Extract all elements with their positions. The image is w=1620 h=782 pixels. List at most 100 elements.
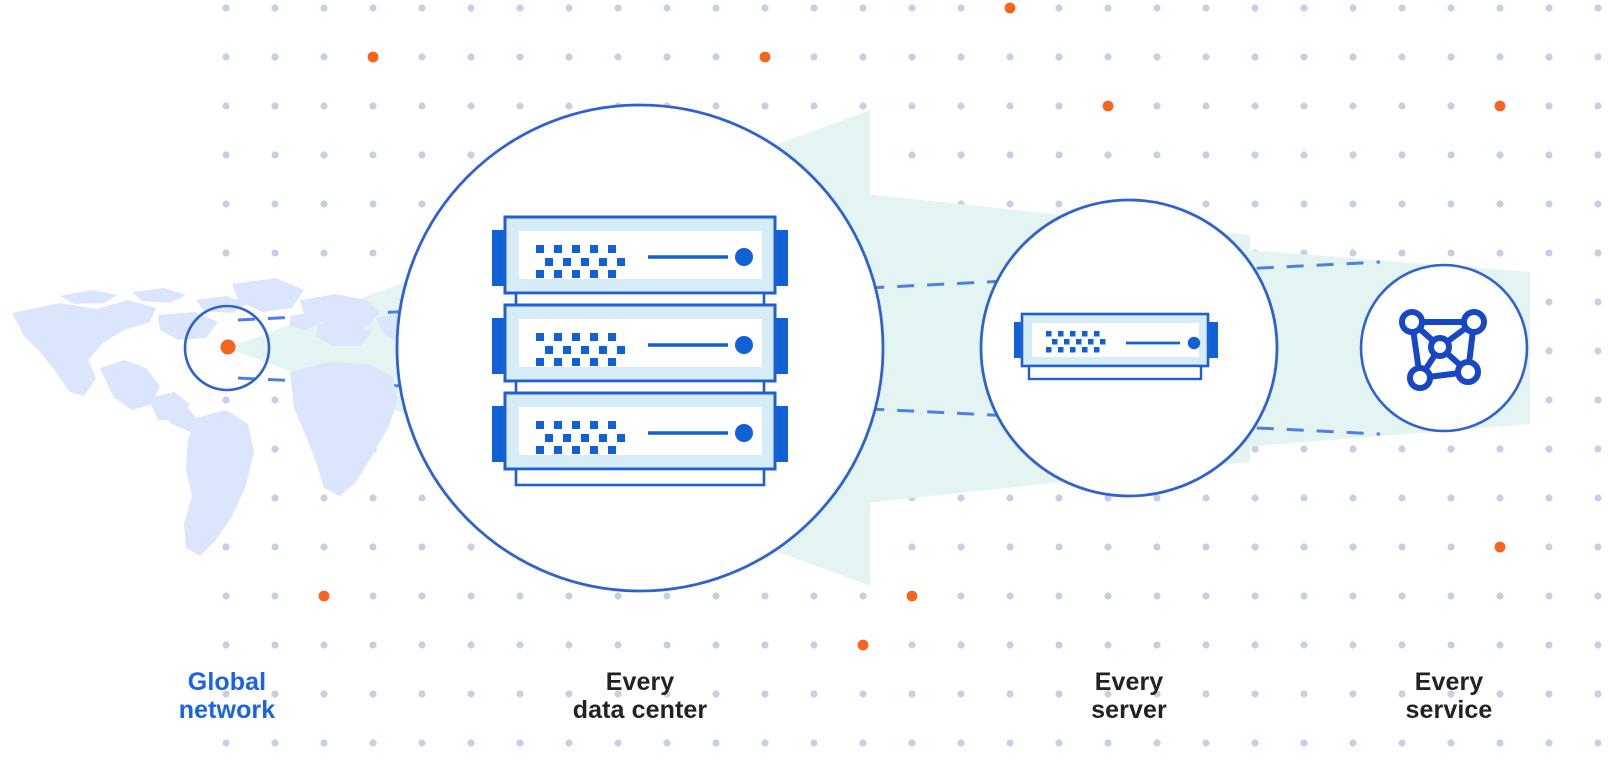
grid-dot [908, 4, 916, 12]
grid-dot [1447, 592, 1455, 600]
grid-dot [1594, 739, 1602, 747]
grid-dot [1104, 494, 1112, 502]
grid-dot [369, 494, 377, 502]
grid-dot [1300, 543, 1308, 551]
grid-dot [1496, 641, 1504, 649]
grid-dot [1545, 592, 1553, 600]
grid-dot [271, 396, 279, 404]
grid-dot [712, 739, 720, 747]
grid-dot [467, 690, 475, 698]
grid-dot [859, 739, 867, 747]
grid-dot [908, 102, 916, 110]
grid-dot [516, 592, 524, 600]
grid-dot [859, 690, 867, 698]
grid-dot [859, 4, 867, 12]
grid-dot [1251, 4, 1259, 12]
grid-dot [222, 543, 230, 551]
grid-dot [1398, 102, 1406, 110]
grid-dot [320, 494, 328, 502]
grid-dot [957, 494, 965, 502]
grid-dot-highlight [759, 51, 771, 63]
grid-dot [1398, 543, 1406, 551]
grid-dot [222, 102, 230, 110]
grid-dot [369, 543, 377, 551]
grid-dot [1153, 102, 1161, 110]
grid-dot [810, 690, 818, 698]
grid-dot-highlight [1102, 100, 1114, 112]
grid-dot [1251, 592, 1259, 600]
grid-dot [1055, 102, 1063, 110]
grid-dot [516, 4, 524, 12]
grid-dot [1447, 53, 1455, 61]
grid-dot [712, 53, 720, 61]
grid-dot [1055, 494, 1063, 502]
grid-dot [810, 102, 818, 110]
grid-dot [1202, 4, 1210, 12]
grid-dot [1398, 4, 1406, 12]
grid-dot [369, 249, 377, 257]
grid-dot [222, 592, 230, 600]
grid-dot [1594, 543, 1602, 551]
grid-dot [222, 396, 230, 404]
grid-dot [1349, 53, 1357, 61]
grid-dot [418, 53, 426, 61]
grid-dot [1398, 690, 1406, 698]
grid-dot [761, 690, 769, 698]
grid-dot [1251, 690, 1259, 698]
grid-dot [1447, 494, 1455, 502]
grid-dot-highlight [1494, 541, 1506, 553]
grid-dot [1447, 102, 1455, 110]
grid-dot [1349, 151, 1357, 159]
grid-dot [320, 641, 328, 649]
grid-dot [1447, 543, 1455, 551]
grid-dot [1349, 494, 1357, 502]
grid-dot [712, 641, 720, 649]
grid-dot [565, 53, 573, 61]
grid-dot [957, 592, 965, 600]
grid-dot [1594, 690, 1602, 698]
grid-dot [1545, 543, 1553, 551]
grid-dot [957, 690, 965, 698]
grid-dot [271, 543, 279, 551]
grid-dot [908, 641, 916, 649]
grid-dot [1349, 690, 1357, 698]
grid-dot-highlight [906, 590, 918, 602]
grid-dot [320, 249, 328, 257]
grid-dot [369, 102, 377, 110]
grid-dot [1594, 102, 1602, 110]
grid-dot [565, 739, 573, 747]
grid-dot [271, 690, 279, 698]
grid-dot [908, 739, 916, 747]
grid-dot [761, 4, 769, 12]
grid-dot [1545, 200, 1553, 208]
grid-dot [222, 641, 230, 649]
grid-dot [1251, 53, 1259, 61]
grid-dot [1153, 641, 1161, 649]
grid-dot [1349, 739, 1357, 747]
grid-dot [467, 102, 475, 110]
grid-dot [467, 151, 475, 159]
grid-dot [369, 739, 377, 747]
grid-dot [320, 690, 328, 698]
grid-dot [614, 4, 622, 12]
grid-dot [320, 151, 328, 159]
grid-dot [1300, 200, 1308, 208]
grid-dot [1545, 53, 1553, 61]
grid-dot [614, 641, 622, 649]
grid-dot [1349, 543, 1357, 551]
grid-dot [1545, 739, 1553, 747]
grid-dot [810, 4, 818, 12]
grid-dot [1153, 494, 1161, 502]
grid-dot [1545, 249, 1553, 257]
grid-dot [761, 592, 769, 600]
server-rack-icon [492, 215, 788, 487]
grid-dot [1300, 641, 1308, 649]
grid-dot [1594, 592, 1602, 600]
grid-dot [418, 592, 426, 600]
grid-dot [1202, 151, 1210, 159]
grid-dot [1594, 298, 1602, 306]
grid-dot [1055, 543, 1063, 551]
rack-unit-3 [492, 391, 788, 487]
grid-dot [663, 53, 671, 61]
grid-dot [1594, 249, 1602, 257]
